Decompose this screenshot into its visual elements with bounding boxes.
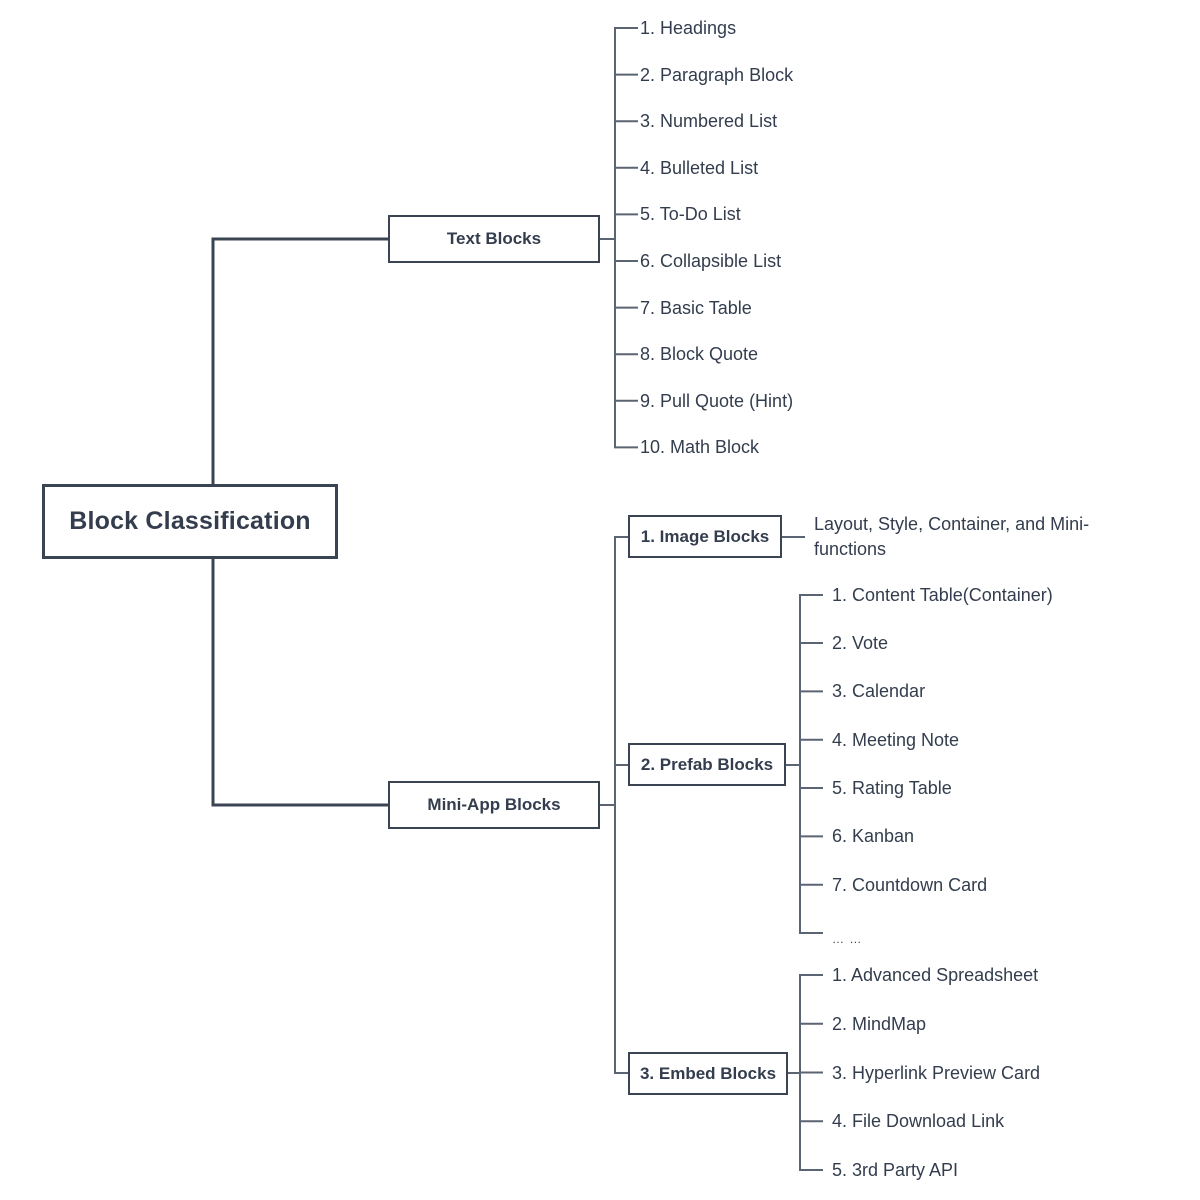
- leaf-text-4: 4. Bulleted List: [640, 157, 759, 178]
- branch-node-mini-app-blocks-label: Mini-App Blocks: [427, 795, 561, 814]
- leaf-prefab-7: 7. Countdown Card: [832, 874, 988, 895]
- leaf-text-10: 10. Math Block: [640, 437, 760, 458]
- sub-node-embed-blocks[interactable]: 3. Embed Blocks: [628, 1052, 788, 1095]
- image-blocks-note: Layout, Style, Container, and Mini-funct…: [814, 514, 1090, 559]
- root-node[interactable]: Block Classification: [42, 484, 338, 559]
- sub-node-prefab-blocks-label: 2. Prefab Blocks: [640, 754, 774, 774]
- leaf-text-6: 6. Collapsible List: [640, 251, 782, 271]
- leaf-embed-3: 3. Hyperlink Preview Card: [832, 1062, 1041, 1083]
- leaf-prefab-4: 4. Meeting Note: [832, 729, 960, 750]
- leaf-embed-4: 4. File Download Link: [832, 1111, 1005, 1132]
- leaf-prefab-more: … …: [832, 932, 863, 946]
- leaf-text-8: 8. Block Quote: [640, 344, 759, 365]
- sub-node-image-blocks-label: 1. Image Blocks: [640, 526, 770, 546]
- leaf-embed-5: 5. 3rd Party API: [832, 1160, 959, 1180]
- branch-node-text-blocks-label: Text Blocks: [446, 229, 542, 248]
- leaf-text-2: 2. Paragraph Block: [640, 64, 794, 85]
- leaf-prefab-1: 1. Content Table(Container): [832, 585, 1053, 605]
- branch-node-text-blocks[interactable]: Text Blocks: [388, 215, 600, 263]
- leaf-text-3: 3. Numbered List: [640, 111, 778, 132]
- sub-node-image-blocks[interactable]: 1. Image Blocks: [628, 515, 782, 558]
- leaf-prefab-6: 6. Kanban: [832, 826, 915, 847]
- branch-node-mini-app-blocks[interactable]: Mini-App Blocks: [388, 781, 600, 829]
- sub-node-embed-blocks-label: 3. Embed Blocks: [639, 1063, 777, 1083]
- leaf-text-5: 5. To-Do List: [640, 204, 741, 225]
- leaf-text-9: 9. Pull Quote (Hint): [640, 390, 794, 411]
- leaf-prefab-5: 5. Rating Table: [832, 778, 952, 798]
- leaf-text-1: 1. Headings: [640, 18, 737, 38]
- leaf-embed-2: 2. MindMap: [832, 1013, 927, 1034]
- leaf-prefab-3: 3. Calendar: [832, 681, 926, 702]
- leaf-embed-1: 1. Advanced Spreadsheet: [832, 965, 1039, 985]
- leaf-prefab-2: 2. Vote: [832, 633, 889, 653]
- sub-node-prefab-blocks[interactable]: 2. Prefab Blocks: [628, 743, 786, 786]
- leaf-text-7: 7. Basic Table: [640, 297, 752, 318]
- root-node-label: Block Classification: [69, 507, 311, 535]
